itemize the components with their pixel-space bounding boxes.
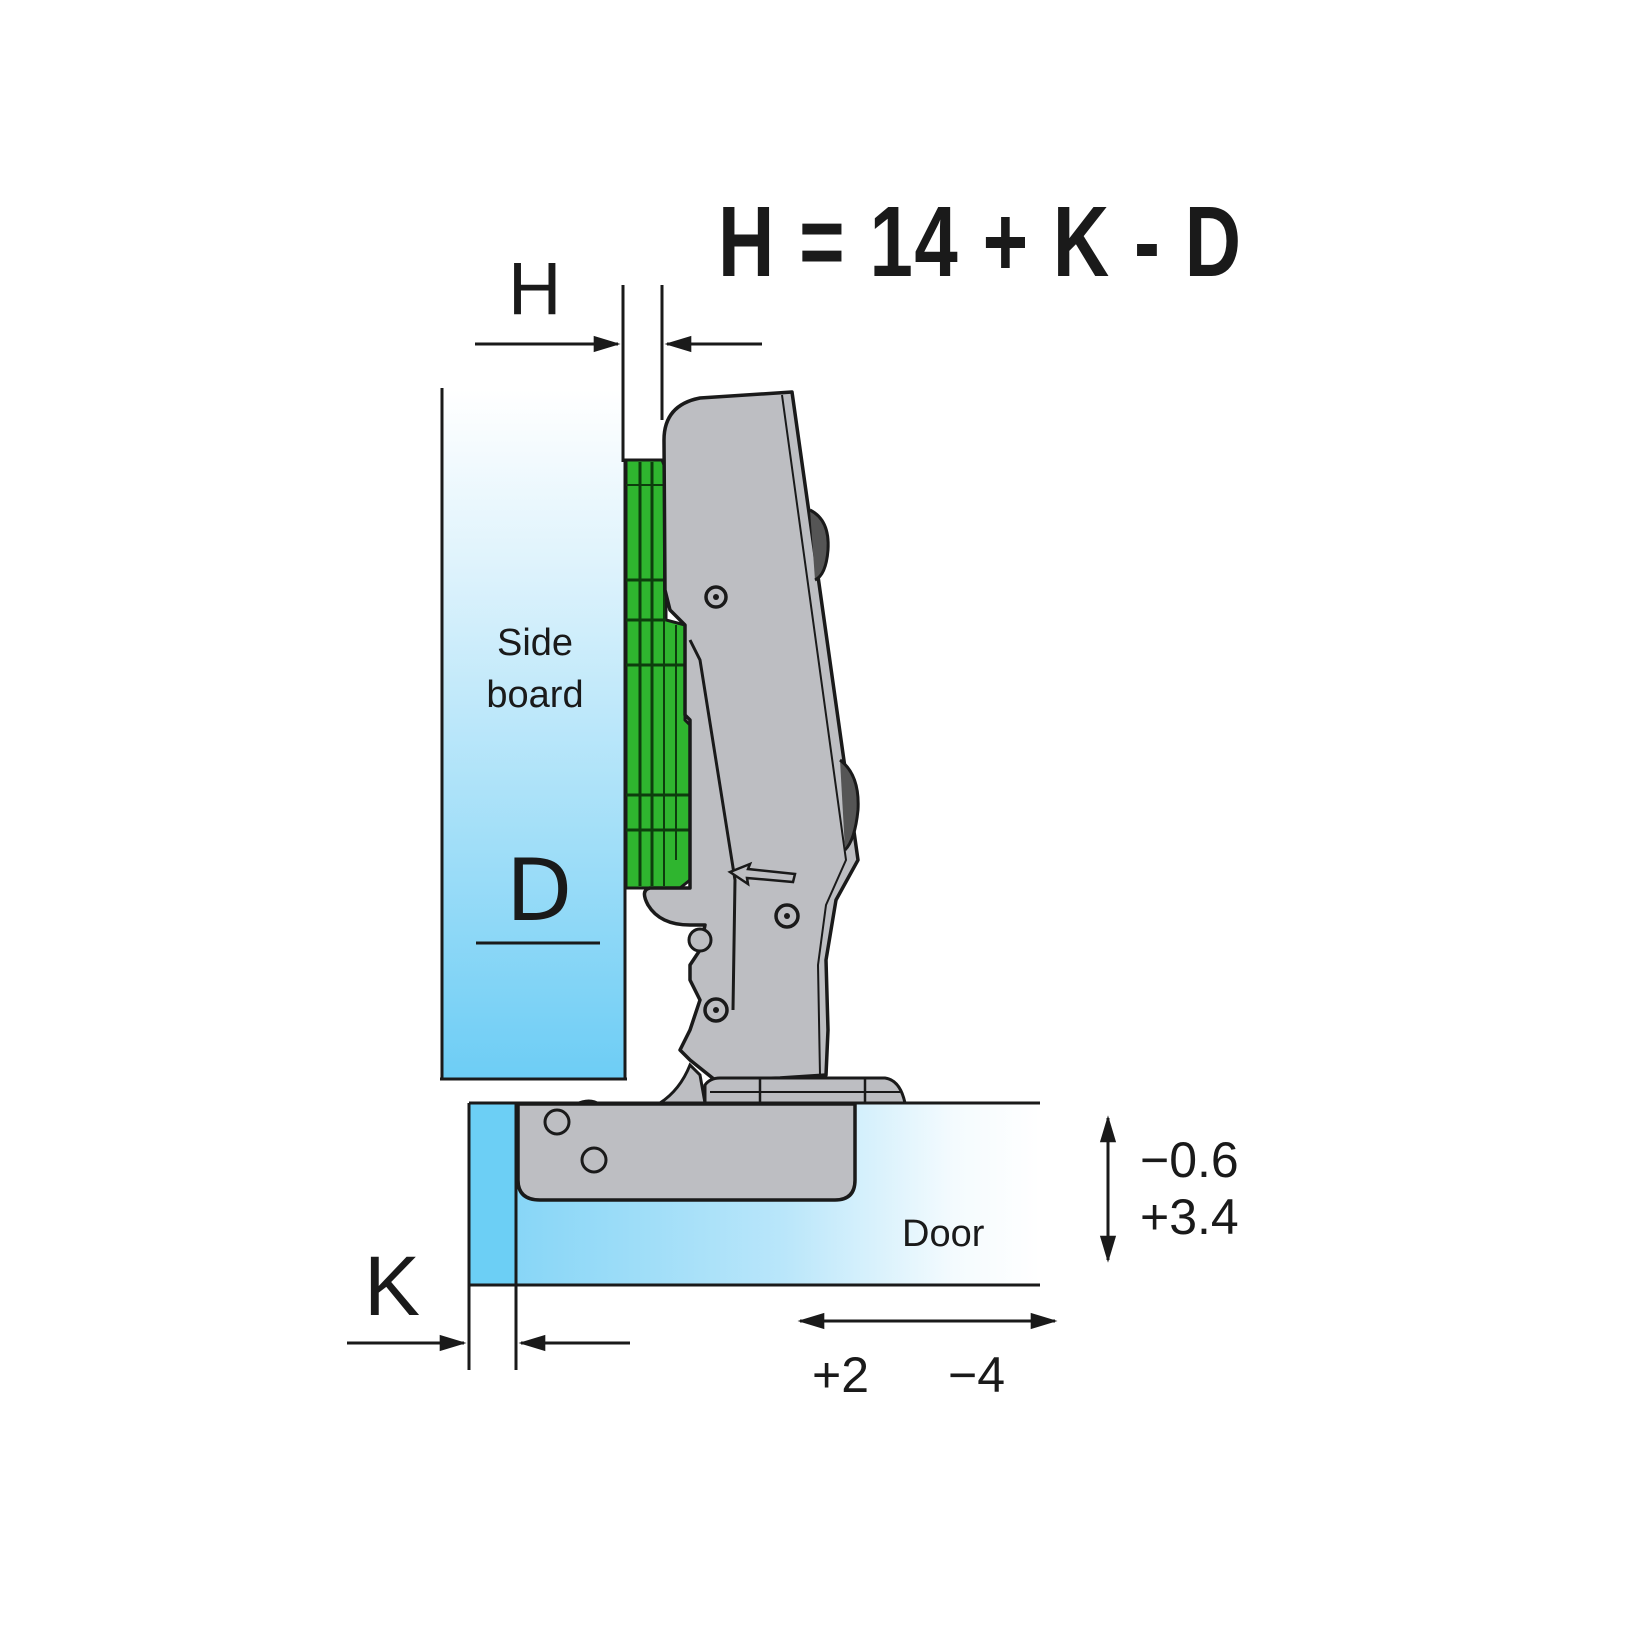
k-label: K xyxy=(364,1239,421,1333)
side-board-label-line1: Side xyxy=(496,622,574,664)
side-board-label: Side board xyxy=(470,624,600,714)
mounting-plate xyxy=(624,458,692,890)
side-board-label-line2: board xyxy=(486,674,584,716)
side-adjust-minus: −4 xyxy=(948,1347,1006,1403)
side-board xyxy=(440,388,627,1081)
hinge-cup xyxy=(516,1102,857,1202)
side-adjust-plus: +2 xyxy=(812,1347,870,1403)
depth-adjust-plus: +3.4 xyxy=(1140,1189,1239,1245)
h-dimension xyxy=(475,285,762,462)
formula-title: H = 14 + K - D xyxy=(718,186,1243,298)
depth-adjust-minus: −0.6 xyxy=(1140,1132,1239,1188)
door-label: Door xyxy=(902,1213,985,1255)
d-label: D xyxy=(506,841,573,941)
h-label: H xyxy=(508,247,562,330)
hinge-arm xyxy=(642,390,860,1082)
direction-arrow-icon xyxy=(727,861,797,887)
hinge-base xyxy=(575,1062,907,1105)
